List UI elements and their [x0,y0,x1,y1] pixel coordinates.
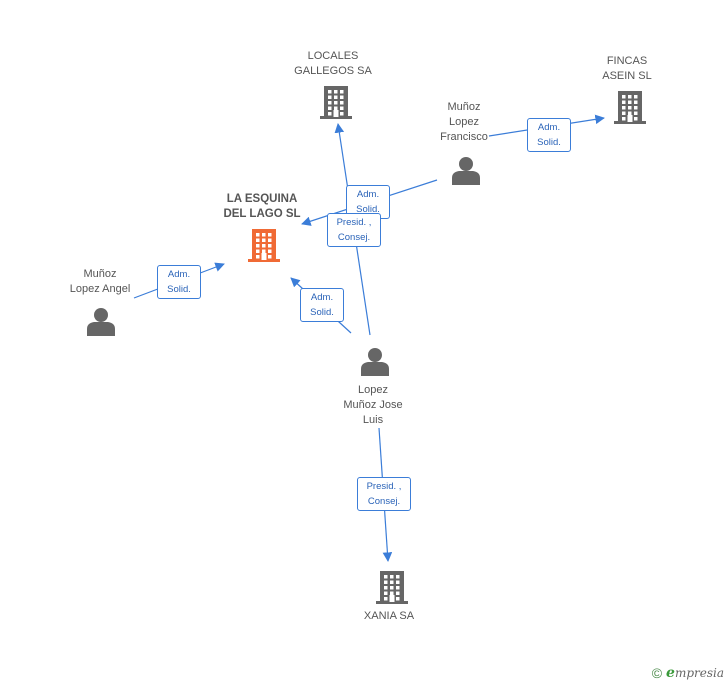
building-icon-xania[interactable] [376,571,408,604]
edge-label-munoz_francisco-to-fincas[interactable]: Adm. Solid. [527,118,571,152]
node-label-xania[interactable]: XANIA SA [363,609,415,622]
node-label-munoz-francisco[interactable]: Muñoz Lopez Francisco [440,100,488,143]
person-icon-munoz-angel[interactable] [87,308,115,336]
building-icon-fincas[interactable] [614,91,646,124]
brand-logo: empresia [666,665,724,681]
credit: © empresia [652,665,724,681]
node-label-fincas[interactable]: FINCAS ASEIN SL [602,55,652,82]
edge-label-lopez_jose-to-xania[interactable]: Presid. , Consej. [357,477,411,511]
node-label-locales[interactable]: LOCALES GALLEGOS SA [294,50,372,77]
edge-label-lopez_jose-to-locales[interactable]: Presid. , Consej. [327,213,381,247]
edge-label-munoz_angel-to-la_esquina[interactable]: Adm. Solid. [157,265,201,299]
building-icon-la-esquina[interactable] [248,229,280,262]
edge-label-lopez_jose-to-la_esquina[interactable]: Adm. Solid. [300,288,344,322]
node-label-la-esquina[interactable]: LA ESQUINA DEL LAGO SL [223,193,301,220]
person-icon-munoz-francisco[interactable] [452,157,480,185]
building-icon-locales[interactable] [320,86,352,119]
copyright-symbol: © [651,665,663,681]
node-label-munoz-angel[interactable]: Muñoz Lopez Angel [69,268,131,295]
person-icon-lopez-jose[interactable] [361,348,389,376]
node-label-lopez-jose[interactable]: Lopez Muñoz Jose Luis [343,383,403,426]
